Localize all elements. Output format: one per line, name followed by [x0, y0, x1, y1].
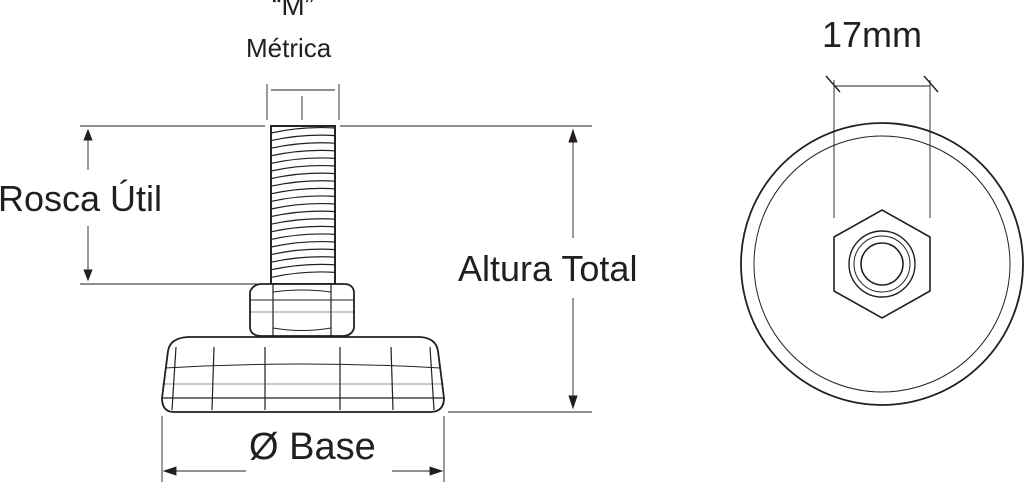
thread-lines — [270, 126, 336, 278]
threaded-stud — [270, 125, 336, 285]
thread-crest — [270, 164, 336, 172]
base-diameter-dimension — [161, 416, 445, 482]
stud-inner-circle — [860, 242, 904, 286]
thread-length-label: Rosca Útil — [0, 178, 163, 219]
thread-crest — [270, 248, 336, 256]
thread-crest — [270, 134, 336, 142]
total-height-dimension — [340, 125, 592, 413]
stud-mid-circle — [853, 235, 911, 293]
thread-crest — [270, 187, 336, 195]
side-view — [80, 84, 592, 482]
total-height-label: Altura Total — [458, 248, 638, 289]
hex-nut — [249, 283, 355, 337]
thread-crest — [270, 256, 336, 263]
metric-quote-label: “M” — [272, 0, 314, 21]
thread-crest — [270, 225, 336, 233]
thread-crest — [270, 271, 336, 278]
thread-crest — [270, 240, 336, 248]
hex-width-dimension — [825, 75, 939, 218]
thread-length-dimension — [80, 125, 265, 285]
thread-crest — [270, 149, 336, 157]
thread-crest — [270, 195, 336, 202]
thread-crest — [270, 263, 336, 271]
thread-crest — [270, 180, 336, 187]
top-view — [740, 75, 1024, 406]
hex-nut-top — [833, 209, 931, 319]
metric-dimension — [266, 84, 340, 120]
thread-crest — [270, 210, 336, 218]
thread-crest — [270, 126, 336, 134]
thread-crest — [270, 172, 336, 180]
thread-crest — [270, 218, 336, 225]
thread-crest — [270, 233, 336, 240]
stud-outer-circle — [848, 230, 916, 298]
base-inner-circle — [753, 135, 1011, 393]
thread-crest — [270, 142, 336, 149]
metric-label: Métrica — [246, 33, 332, 63]
base-foot — [161, 336, 445, 413]
base-diameter-label: Ø Base — [249, 426, 376, 468]
thread-crest — [270, 202, 336, 210]
hex-width-label: 17mm — [822, 14, 923, 55]
thread-crest — [270, 157, 336, 164]
